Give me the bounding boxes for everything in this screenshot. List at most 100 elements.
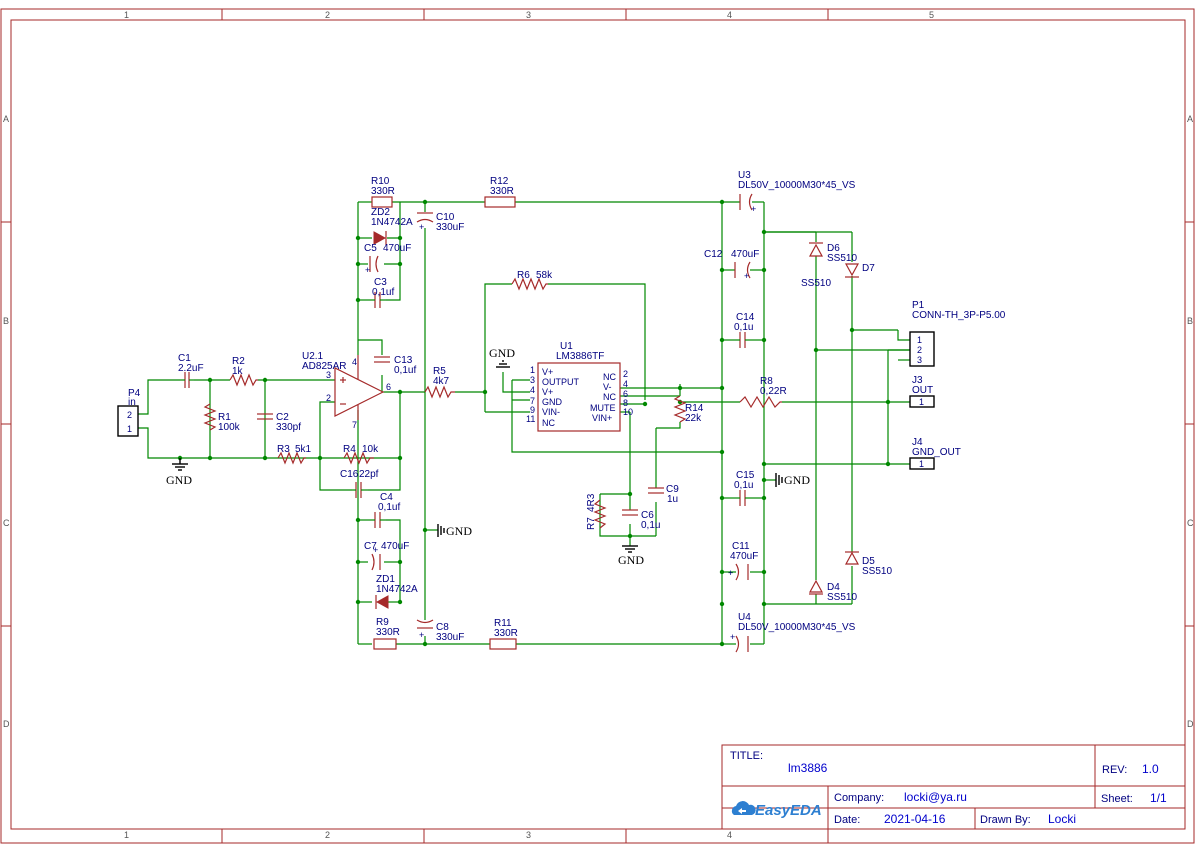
u1-label-vplus-2: V+ [542,387,553,397]
zone-col-3-bottom: 3 [526,830,531,840]
zd2-ref: ZD2 [371,207,390,218]
u1-label-mute: MUTE [590,403,616,413]
capacitor-c11: + C11 470uF [728,541,758,581]
connector-j4: J4 GND_OUT 1 [909,437,961,470]
r4-value: 10k [362,444,379,455]
r9-ref: R9 [376,617,389,628]
c11-ref: C11 [732,541,750,552]
d7-ref: D7 [862,263,875,274]
c12-value: 470uF [731,249,759,260]
zone-row-A-right: A [1187,114,1193,124]
j3-value: OUT [912,385,933,396]
company-label: Company: [834,792,884,804]
ic-u1: U1 LM3886TF V+ OUTPUT V+ GND VIN- NC NC … [526,341,633,432]
u1-left-labels: V+ OUTPUT V+ GND VIN- NC [542,367,580,428]
r3-ref: R3 [277,444,290,455]
u2-pin-7: 7 [352,420,357,430]
capacitor-c3: C3 0,1uf [370,277,394,308]
d7-value: SS510 [801,278,831,289]
p1-value: CONN-TH_3P-P5.00 [912,310,1006,321]
resistor-r9: R9 330R [373,617,400,650]
gnd-symbol-c6: GND [618,545,644,567]
easyeda-brand: EasyEDA [755,802,822,819]
capacitor-c13: C13 0,1uf [374,355,416,376]
d4-ref: D4 [827,582,840,593]
p4-pin-2: 2 [127,410,132,420]
gnd-symbol-output: GND [775,473,810,487]
c13-ref: C13 [394,355,413,366]
capacitor-c2: C2 330pf [257,412,301,433]
c2-value: 330pf [276,422,301,433]
u1-pin-9: 9 [530,405,535,415]
resistor-r14: R14 22k [673,395,704,424]
u3-value: DL50V_10000M30*45_VS [738,180,856,191]
rev-value: 1.0 [1142,762,1159,776]
connector-j3: J3 OUT 1 [909,375,935,408]
r11-ref: R11 [494,618,512,629]
svg-text:+: + [373,545,378,555]
drawn-value: Locki [1048,812,1076,826]
u1-label-nc-2: NC [603,392,616,402]
u1-right-pins: 2 4 6 8 10 [623,369,633,417]
u1-label-output: OUTPUT [542,377,580,387]
u1-pin-1: 1 [530,365,535,375]
u1-pin-7: 7 [530,396,535,406]
r6-value: 58k [536,270,553,281]
sheet-label: Sheet: [1101,793,1133,805]
svg-text:+: + [419,630,424,640]
zone-col-4-bottom: 4 [727,830,732,840]
zener-zd1: ZD1 1N4742A [375,574,418,609]
c16-value: 22pf [359,469,379,480]
c6-value: 0,1u [641,520,660,531]
r1-ref: R1 [218,412,231,423]
gnd-symbol-input: GND [166,458,192,487]
sheet-value: 1/1 [1150,791,1167,805]
capacitor-c14: C14 0,1u [734,312,755,348]
r6-ref: R6 [517,270,530,281]
u2-pin-6: 6 [386,382,391,392]
capacitor-c4: C4 0,1uf [370,492,400,528]
r3-value: 5k1 [295,444,312,455]
r7-value: 4R3 [586,493,597,512]
c16-ref: C16 [340,469,359,480]
r8-ref: R8 [760,376,773,387]
c5-value: 470uF [383,243,411,254]
c10-ref: C10 [436,212,455,223]
zener-zd2: ZD2 1N4742A [371,207,413,245]
company-value: locki@ya.ru [904,790,967,804]
opamp-u2: U2.1 AD825AR 3 2 6 4 7 [302,351,391,430]
zone-row-D-right: D [1187,719,1194,729]
r5-ref: R5 [433,366,446,377]
u1-pin-10: 10 [623,407,633,417]
r8-value: 0,22R [760,386,787,397]
u1-pin-4: 4 [530,385,535,395]
zone-row-B-right: B [1187,316,1193,326]
zone-col-2-bottom: 2 [325,830,330,840]
title-block: TITLE: lm3886 REV: 1.0 Company: locki@ya… [721,744,1186,830]
svg-text:+: + [744,271,749,281]
gnd-label-c6: GND [618,553,644,567]
resistor-r6: R6 58k [511,270,553,291]
c14-ref: C14 [736,312,755,323]
c15-value: 0,1u [734,480,753,491]
capacitor-c6: C6 0,1u [622,509,660,531]
zone-col-1-top: 1 [124,10,129,20]
svg-text:+: + [730,632,735,642]
c12-ref: C12 [704,249,723,260]
c9-ref: C9 [666,484,679,495]
zd1-ref: ZD1 [376,574,395,585]
r12-value: 330R [490,186,514,197]
resistor-r12: R12 330R [484,176,516,208]
zone-row-A-left: A [3,114,9,124]
r10-ref: R10 [371,176,390,187]
zone-col-5-top: 5 [929,10,934,20]
u1-label-nc-left: NC [542,418,555,428]
title-label: TITLE: [730,750,763,762]
d6-value: SS510 [827,253,857,264]
u1-pin-6: 6 [623,389,628,399]
c2-ref: C2 [276,412,289,423]
c4-value: 0,1uf [378,502,400,513]
r7-ref: R7 [586,517,597,530]
c6-ref: C6 [641,510,654,521]
